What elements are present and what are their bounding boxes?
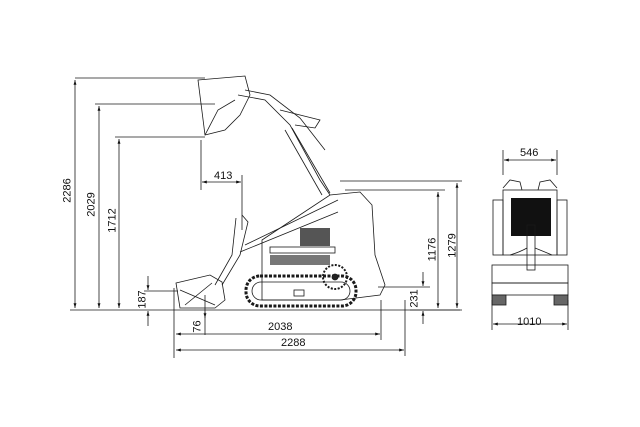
label-2038: 2038	[268, 321, 293, 333]
label-413: 413	[214, 170, 233, 182]
label-546: 546	[520, 147, 539, 159]
label-1176: 1176	[426, 237, 439, 262]
label-2029: 2029	[85, 192, 98, 217]
label-1279: 1279	[446, 233, 459, 258]
label-76: 76	[191, 320, 204, 333]
label-2286: 2286	[61, 178, 74, 203]
label-1712: 1712	[106, 208, 119, 233]
label-187: 187	[136, 290, 149, 309]
label-231: 231	[408, 289, 421, 308]
track-assembly	[244, 264, 358, 308]
label-1010: 1010	[517, 316, 542, 328]
side-view-machine	[175, 75, 386, 309]
front-view-machine	[491, 150, 569, 330]
label-2288: 2288	[281, 337, 306, 349]
